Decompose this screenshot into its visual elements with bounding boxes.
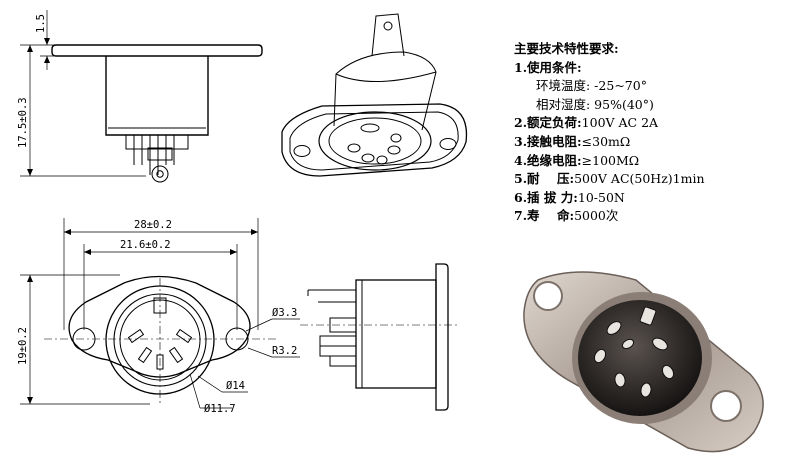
dim-corner-radius: R3.2 xyxy=(272,345,297,357)
side-view-top xyxy=(20,10,263,183)
dim-outer-width: 28±0.2 xyxy=(134,219,172,231)
spec-list: 主要技术特性要求: 1.使用条件: 环境温度: -25~70° 相对湿度: 95… xyxy=(514,40,784,226)
dimension-arrows xyxy=(27,38,258,404)
dim-flange-thickness: 1.5 xyxy=(35,14,47,33)
spec-key: 7.寿 命: xyxy=(514,208,575,224)
spec-item-rated-load: 2.额定负荷:100V AC 2A xyxy=(514,114,784,133)
perspective-view xyxy=(281,13,468,177)
front-view xyxy=(20,218,300,409)
spec-value: 100V AC 2A xyxy=(581,115,659,131)
spec-item-conditions: 1.使用条件: xyxy=(514,59,582,75)
spec-item-temperature: 环境温度: -25~70° xyxy=(536,78,647,94)
dim-hole-diameter: Ø3.3 xyxy=(272,307,297,319)
dim-hole-spacing: 21.6±0.2 xyxy=(120,239,171,251)
spec-item-humidity: 相对湿度: 95%(40°) xyxy=(536,96,654,112)
spec-key: 5.耐 压: xyxy=(514,171,575,187)
spec-value: 10-50N xyxy=(577,189,625,205)
spec-value: ≥100MΩ xyxy=(581,152,640,168)
spec-value: 500V AC(50Hz)1min xyxy=(574,171,705,187)
spec-key: 6.插 拔 力: xyxy=(514,189,578,205)
spec-key: 2.额定负荷: xyxy=(514,115,582,131)
dim-side-height: 17.5±0.3 xyxy=(17,97,29,148)
side-view-right xyxy=(300,263,460,411)
spec-value: ≤30mΩ xyxy=(581,133,631,149)
dim-body-diameter: Ø14 xyxy=(226,380,245,392)
spec-key: 4.绝缘电阻: xyxy=(514,152,582,168)
dim-inner-diameter: Ø11.7 xyxy=(204,403,236,415)
spec-item-contact-resistance: 3.接触电阻:≤30mΩ xyxy=(514,133,784,152)
spec-item-insulation-resistance: 4.绝缘电阻:≥100MΩ xyxy=(514,152,784,171)
spec-item-insertion-force: 6.插 拔 力:10-50N xyxy=(514,189,784,208)
spec-item-withstand-voltage: 5.耐 压:500V AC(50Hz)1min xyxy=(514,170,784,189)
spec-key: 3.接触电阻: xyxy=(514,133,582,149)
spec-item-lifetime: 7.寿 命:5000次 xyxy=(514,207,784,226)
spec-title: 主要技术特性要求: xyxy=(514,41,619,56)
dim-front-height: 19±0.2 xyxy=(17,327,29,365)
connector-photo xyxy=(523,271,764,453)
spec-value: 5000次 xyxy=(574,208,619,224)
